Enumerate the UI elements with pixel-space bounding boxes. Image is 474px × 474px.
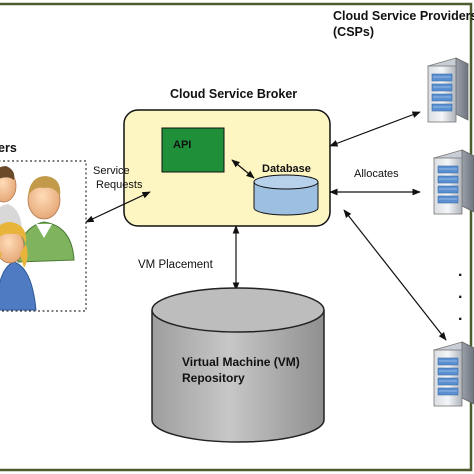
ellipsis-dot: · <box>458 311 463 328</box>
csp-title-line2: (CSPs) <box>333 25 374 39</box>
users-title: ers <box>0 141 17 155</box>
database-label: Database <box>262 163 311 175</box>
server-icon <box>433 341 474 407</box>
vm-placement-label: VM Placement <box>138 259 214 271</box>
service-requests-line1: Service <box>93 165 130 177</box>
csp-title-line1: Cloud Service Providers <box>333 9 474 23</box>
api-box <box>161 127 225 173</box>
server-icon <box>433 149 474 215</box>
broker-csp1-arrow <box>329 111 421 147</box>
api-label: API <box>173 139 191 151</box>
repository-label-line1: Virtual Machine (VM) <box>182 355 300 369</box>
repository-label-line2: Repository <box>182 371 245 385</box>
broker-cspn-arrow <box>343 209 447 341</box>
allocates-label: Allocates <box>354 168 399 180</box>
api-database-arrow <box>231 159 255 179</box>
users-group-icon <box>0 166 75 311</box>
server-icon <box>427 57 469 123</box>
broker-title: Cloud Service Broker <box>170 87 297 101</box>
users-broker-arrow <box>85 191 151 223</box>
service-requests-line2: Requests <box>96 179 143 191</box>
ellipsis-dot: · <box>458 267 463 284</box>
vm-repository-cylinder <box>151 287 325 443</box>
ellipsis-dot: · <box>458 289 463 306</box>
database-cylinder <box>253 174 319 216</box>
users-box <box>0 160 87 312</box>
